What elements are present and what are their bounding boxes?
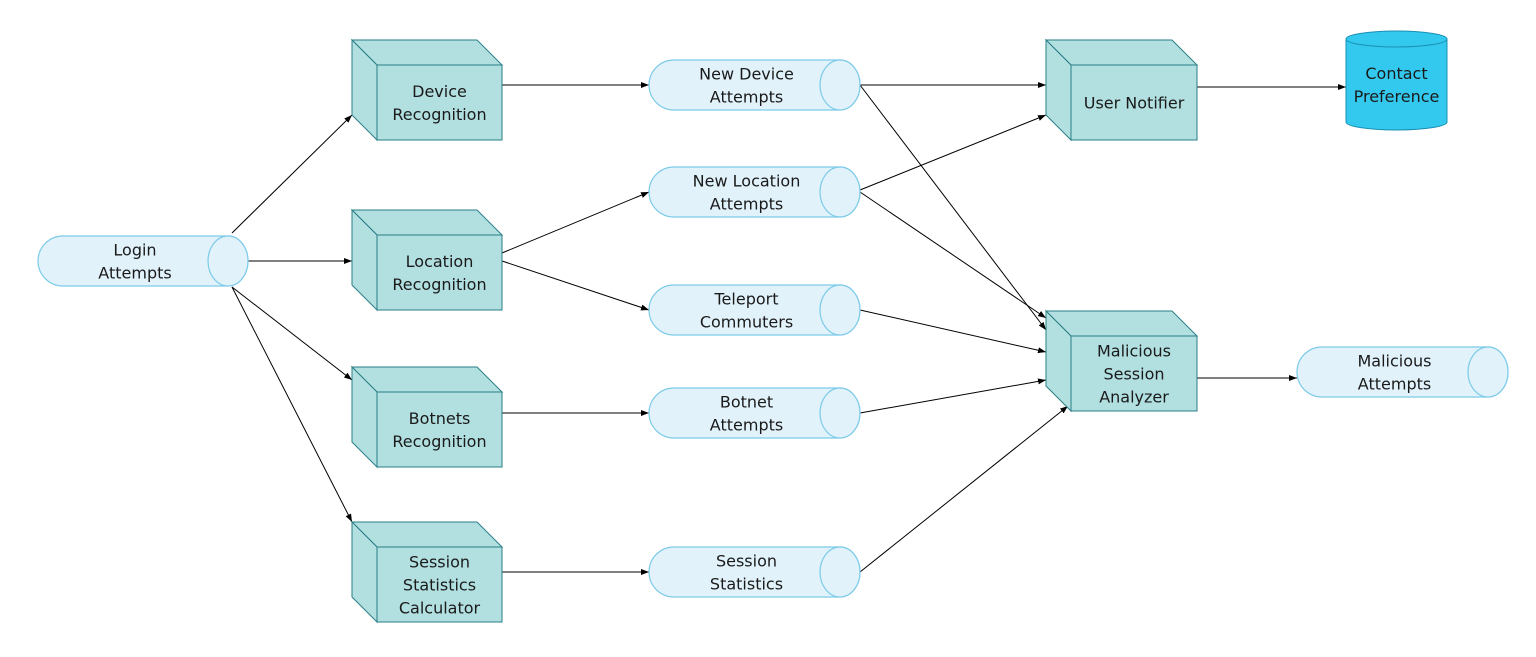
contact-preference-body: [1345, 39, 1448, 131]
session-statistics-label-line-2: Statistics: [710, 575, 783, 594]
user-notifier-front-face: [1070, 64, 1198, 141]
device-recognition-label-line-2: Recognition: [392, 105, 486, 124]
user-notifier-label-line-1: User Notifier: [1084, 94, 1185, 113]
botnets-recognition-label-line-2: Recognition: [392, 432, 486, 451]
edge-login-attempts-to-device-recognition: [231, 114, 353, 234]
malicious-attempts-label-line-1: Malicious: [1357, 352, 1431, 371]
new-location-attempts-label-line-2: Attempts: [710, 195, 783, 214]
location-recognition-top-face: [350, 209, 504, 236]
malicious-session-analyzer-front-face: [1070, 335, 1198, 412]
malicious-session-analyzer-label-line-3: Analyzer: [1099, 388, 1169, 407]
edge-new-device-attempts-to-malicious-session-analyzer: [859, 84, 1047, 331]
location-recognition-label-line-1: Location: [406, 252, 474, 271]
location-recognition-label-line-2: Recognition: [392, 275, 486, 294]
botnet-attempts-label-line-1: Botnet: [720, 393, 773, 412]
new-device-attempts-label-line-2: Attempts: [710, 88, 783, 107]
edge-login-attempts-to-session-statistics-calculator: [231, 286, 353, 523]
edge-teleport-commuters-to-malicious-session-analyzer: [859, 309, 1047, 354]
login-attempts-end-cap: [207, 235, 249, 287]
edge-location-recognition-to-teleport-commuters: [501, 260, 650, 311]
contact-preference-label-line-1: Contact: [1365, 64, 1427, 83]
device-recognition-label-line-1: Device: [412, 82, 467, 101]
session-statistics-label-line-1: Session: [716, 552, 777, 571]
contact-preference-top: [1345, 30, 1448, 48]
teleport-commuters-label-line-1: Teleport: [714, 290, 779, 309]
login-attempts-label-line-2: Attempts: [98, 264, 171, 283]
malicious-session-analyzer-label-line-2: Session: [1103, 365, 1164, 384]
new-location-attempts-label-line-1: New Location: [693, 172, 801, 191]
teleport-commuters-end-cap: [819, 284, 861, 336]
botnets-recognition-label-line-1: Botnets: [409, 409, 471, 428]
botnet-attempts-label-line-2: Attempts: [710, 416, 783, 435]
user-notifier-node: User Notifier: [1044, 38, 1199, 142]
new-device-attempts-end-cap: [819, 59, 861, 111]
edge-location-recognition-to-new-location-attempts: [501, 191, 650, 254]
edge-session-statistics-to-malicious-session-analyzer: [859, 405, 1069, 573]
edge-login-attempts-to-botnets-recognition: [231, 286, 353, 381]
location-recognition-front-face: [376, 234, 503, 311]
contact-preference-label-line-2: Preference: [1354, 87, 1440, 106]
malicious-session-analyzer-label-line-1: Malicious: [1097, 342, 1171, 361]
malicious-attempts-label-line-2: Attempts: [1358, 375, 1431, 394]
malicious-session-analyzer-top-face: [1044, 310, 1199, 337]
nodes-layer: LoginAttemptsDeviceRecognitionLocationRe…: [37, 30, 1509, 624]
teleport-commuters-label-line-2: Commuters: [700, 313, 793, 332]
edge-botnet-attempts-to-malicious-session-analyzer: [859, 378, 1047, 414]
device-recognition-top-face: [350, 39, 504, 66]
user-notifier-top-face: [1044, 39, 1199, 66]
malicious-attempts-end-cap: [1467, 346, 1509, 398]
edge-new-location-attempts-to-user-notifier: [859, 114, 1047, 191]
session-statistics-calculator-label-line-2: Statistics: [403, 576, 476, 595]
new-location-attempts-end-cap: [819, 166, 861, 218]
session-statistics-calculator-front-face: [376, 546, 503, 623]
botnets-recognition-front-face: [376, 391, 503, 468]
session-statistics-calculator-label-line-3: Calculator: [399, 599, 481, 618]
session-statistics-calculator-top-face: [350, 521, 504, 548]
botnet-attempts-end-cap: [819, 387, 861, 439]
edge-new-location-attempts-to-malicious-session-analyzer: [859, 191, 1047, 319]
edges-layer: [231, 82, 1346, 575]
device-recognition-front-face: [376, 64, 503, 141]
session-statistics-calculator-label-line-1: Session: [409, 553, 470, 572]
session-statistics-end-cap: [819, 546, 861, 598]
new-device-attempts-label-line-1: New Device: [699, 65, 794, 84]
botnets-recognition-top-face: [350, 366, 504, 393]
login-attempts-label-line-1: Login: [113, 241, 156, 260]
